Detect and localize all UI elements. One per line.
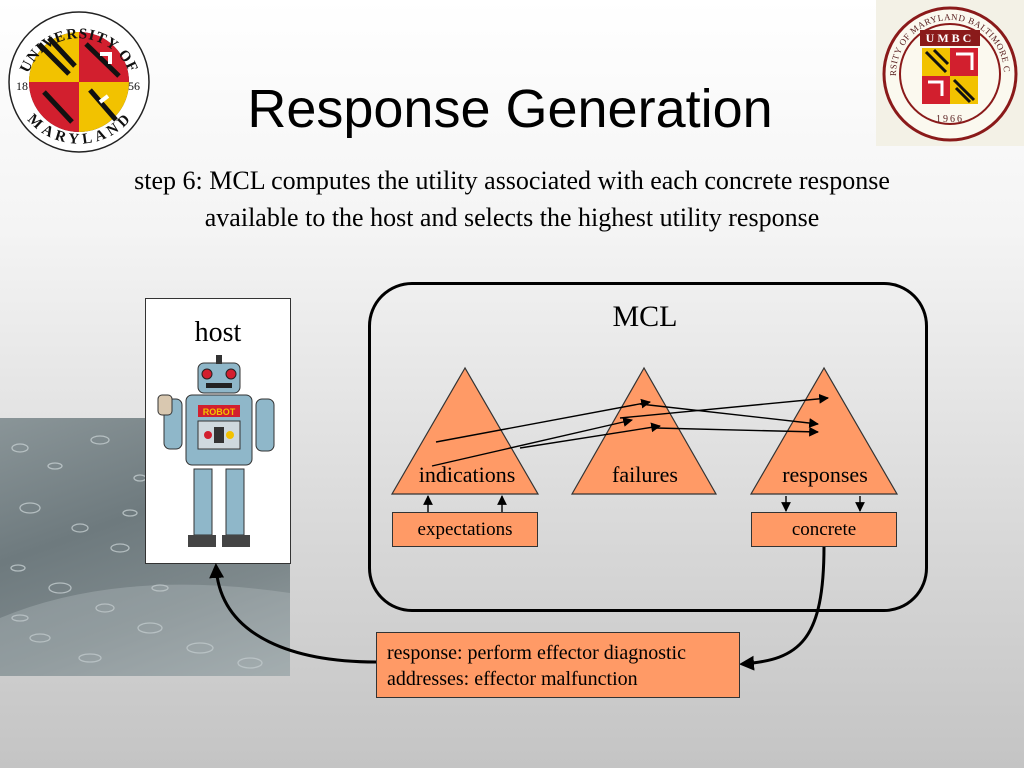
mcl-label: MCL <box>612 300 678 333</box>
expectations-box: expectations <box>392 512 538 547</box>
slide-title: Response Generation <box>247 79 773 139</box>
mcl-box <box>368 282 928 612</box>
logo-left-year-left: 18 <box>16 79 28 93</box>
umbc-seal: UNIVERSITY OF MARYLAND BALTIMORE COUNTY … <box>873 0 1018 142</box>
addresses-line: addresses: effector malfunction <box>387 668 638 690</box>
link-arrow-5 <box>639 403 819 428</box>
link-arrow-1 <box>435 398 651 443</box>
umbc-center-text: UMBC <box>926 31 975 45</box>
umbc-logo-panel: UNIVERSITY OF MARYLAND BALTIMORE COUNTY … <box>873 0 1024 146</box>
indications-label: indications <box>418 462 516 487</box>
responses-label: responses <box>782 462 868 487</box>
failures-label: failures <box>612 462 678 487</box>
host-card: host ROBOT <box>145 298 291 564</box>
concrete-box: concrete <box>751 512 897 547</box>
indications-triangle <box>390 366 540 495</box>
link-arrow-3 <box>519 422 661 449</box>
response-box: response: perform effector diagnostic ad… <box>376 632 740 698</box>
photo-texture <box>0 435 290 676</box>
host-label: host <box>194 317 242 348</box>
link-arrow-6 <box>655 426 819 437</box>
robot-illustration: ROBOT <box>157 355 275 547</box>
concrete-to-response-arrow <box>739 545 826 671</box>
failures-triangle <box>570 366 718 495</box>
link-arrow-4 <box>619 393 829 419</box>
logo-left-year-right: 56 <box>128 79 140 93</box>
response-to-host-arrow <box>209 563 377 664</box>
link-arrow-2 <box>431 417 633 467</box>
robot-plate-text: ROBOT <box>203 407 236 417</box>
response-line: response: perform effector diagnostic <box>387 642 686 664</box>
university-of-maryland-logo: UNIVERSITY OF MARYLAND 18 56 <box>8 11 150 153</box>
umbc-year: 1966 <box>936 114 964 125</box>
step-description: step 6: MCL computes the utility associa… <box>134 166 890 232</box>
